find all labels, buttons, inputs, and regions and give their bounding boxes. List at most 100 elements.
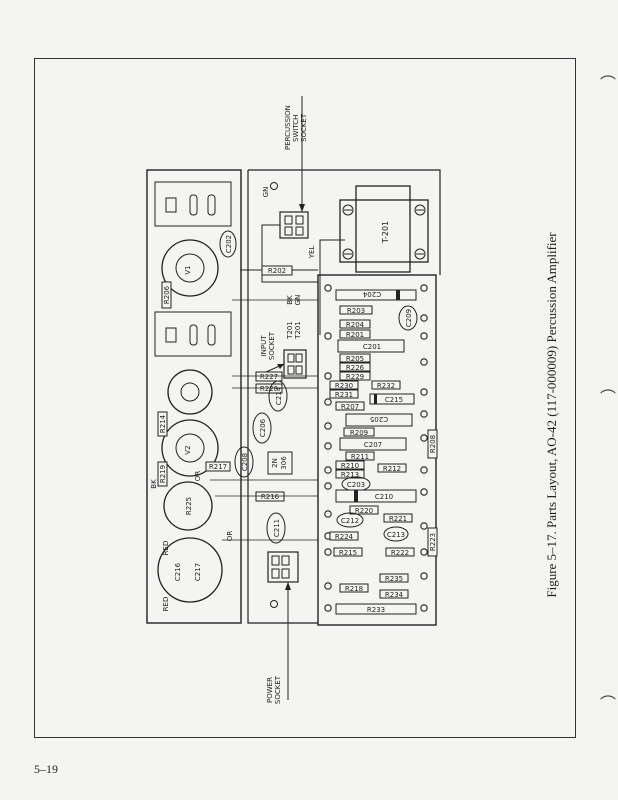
pot-socket: [167, 369, 213, 415]
resistor-r211: R211: [345, 451, 375, 461]
svg-text:R233: R233: [367, 606, 385, 614]
resistor-r220: R220: [349, 505, 379, 515]
resistor-r231: R231: [329, 389, 359, 399]
svg-text:R224: R224: [335, 533, 354, 541]
svg-text:2N: 2N: [271, 458, 279, 468]
resistor-r212: R212: [377, 463, 407, 473]
resistor-r234: R234: [379, 589, 409, 599]
resistor-r215: R215: [333, 547, 363, 557]
svg-text:R207: R207: [341, 403, 359, 411]
svg-text:306: 306: [280, 456, 288, 470]
capacitor-c210: C210: [335, 489, 417, 503]
svg-text:C202: C202: [225, 235, 233, 253]
power-pot-r225: R225: [163, 481, 213, 531]
figure-caption: Figure 5–17. Parts Layout, AO-42 (117-00…: [544, 232, 559, 598]
wire-label-yel: YEL: [308, 246, 316, 260]
svg-text:R232: R232: [377, 382, 395, 390]
svg-text:C205: C205: [370, 415, 388, 423]
svg-text:R221: R221: [389, 515, 407, 523]
svg-text:R228: R228: [260, 385, 278, 393]
svg-text:R223: R223: [429, 533, 437, 551]
resistor-r201: R201: [339, 329, 371, 339]
resistor-r204: R204: [339, 319, 371, 329]
svg-text:R211: R211: [351, 453, 369, 461]
capacitor-c203: C203: [341, 476, 371, 492]
svg-text:C206: C206: [259, 418, 267, 437]
page-number: 5–19: [34, 762, 58, 776]
resistor-r207: R207: [335, 401, 365, 411]
tube-socket-v1: V1: [161, 239, 219, 297]
svg-text:R215: R215: [339, 549, 357, 557]
resistor-r222: R222: [385, 547, 415, 557]
svg-text:C214: C214: [275, 386, 283, 405]
resistor-r230: R230: [329, 380, 359, 390]
svg-text:R202: R202: [268, 267, 286, 275]
resistor-r206: R206: [161, 281, 172, 309]
transformer-label: T-201: [381, 221, 390, 244]
resistor-r221: R221: [383, 513, 413, 523]
svg-text:R217: R217: [209, 463, 227, 471]
lug-strip-2: [154, 311, 232, 357]
resistor-r232: R232: [371, 380, 401, 390]
percussion-switch-socket: [279, 211, 309, 239]
input-socket: [283, 349, 307, 379]
svg-text:R222: R222: [391, 549, 409, 557]
svg-text:C201: C201: [363, 343, 381, 351]
capacitor-c211: C211: [266, 512, 286, 544]
svg-text:C204: C204: [362, 290, 381, 298]
wire-label-red-2: RED: [162, 597, 170, 612]
svg-text:R205: R205: [346, 355, 364, 363]
percussion-callout-line2: SWITCH: [292, 115, 300, 142]
wire-label-or-2: OR: [226, 531, 234, 542]
power-callout-line1: POWER: [266, 677, 274, 703]
transformer-t201: T-201: [339, 185, 429, 273]
capacitor-c201: C201: [337, 339, 405, 353]
svg-text:C213: C213: [387, 531, 405, 539]
tube-socket-v2: V2: [161, 419, 219, 477]
svg-text:R225: R225: [185, 497, 193, 515]
svg-text:C209: C209: [405, 309, 413, 327]
capacitor-c207: C207: [339, 437, 407, 451]
resistor-r217: R217: [205, 461, 231, 472]
percussion-callout-line3: SOCKET: [300, 113, 308, 142]
svg-text:R208: R208: [429, 435, 437, 453]
svg-text:R231: R231: [335, 391, 353, 399]
resistor-r233: R233: [335, 603, 417, 615]
svg-text:R220: R220: [355, 507, 373, 515]
resistor-r210: R210: [335, 460, 365, 470]
svg-text:C208: C208: [241, 453, 249, 471]
svg-text:R214: R214: [159, 414, 167, 433]
margin-mark-1: ⌒: [600, 76, 617, 93]
svg-text:R213: R213: [341, 471, 359, 479]
percussion-callout-line1: PERCUSSION: [284, 105, 292, 150]
svg-text:R201: R201: [346, 331, 364, 339]
resistor-r235: R235: [379, 573, 409, 583]
resistor-r223: R223: [427, 527, 438, 557]
svg-text:R212: R212: [383, 465, 401, 473]
svg-text:R204: R204: [346, 321, 365, 329]
capacitor-c212: C212: [336, 512, 364, 528]
resistor-r209: R209: [343, 427, 375, 437]
svg-text:C207: C207: [364, 441, 382, 449]
resistor-r208: R208: [427, 429, 438, 459]
filter-cap-can: C216 C217: [157, 537, 223, 603]
svg-text:R216: R216: [261, 493, 280, 501]
resistor-r229: R229: [339, 371, 371, 381]
margin-mark-2: ⌒: [600, 390, 617, 407]
capacitor-c208: C208: [234, 446, 254, 478]
svg-text:R210: R210: [341, 462, 359, 470]
input-callout-line1: INPUT: [260, 335, 268, 357]
resistor-r227: R227: [255, 371, 283, 382]
resistor-r202: R202: [261, 265, 293, 276]
wire-label-red-1: RED: [162, 541, 170, 556]
wire-label-bk-left: BK: [150, 479, 158, 489]
svg-text:R229: R229: [346, 373, 364, 381]
lug-strip-1: [154, 181, 232, 227]
svg-text:R226: R226: [346, 364, 365, 372]
resistor-r224: R224: [329, 531, 359, 541]
svg-text:C212: C212: [341, 517, 359, 525]
resistor-r214: R214: [157, 411, 168, 437]
capacitor-c209: C209: [398, 305, 418, 331]
capacitor-c202: C202: [219, 230, 237, 258]
svg-text:C203: C203: [347, 481, 365, 489]
